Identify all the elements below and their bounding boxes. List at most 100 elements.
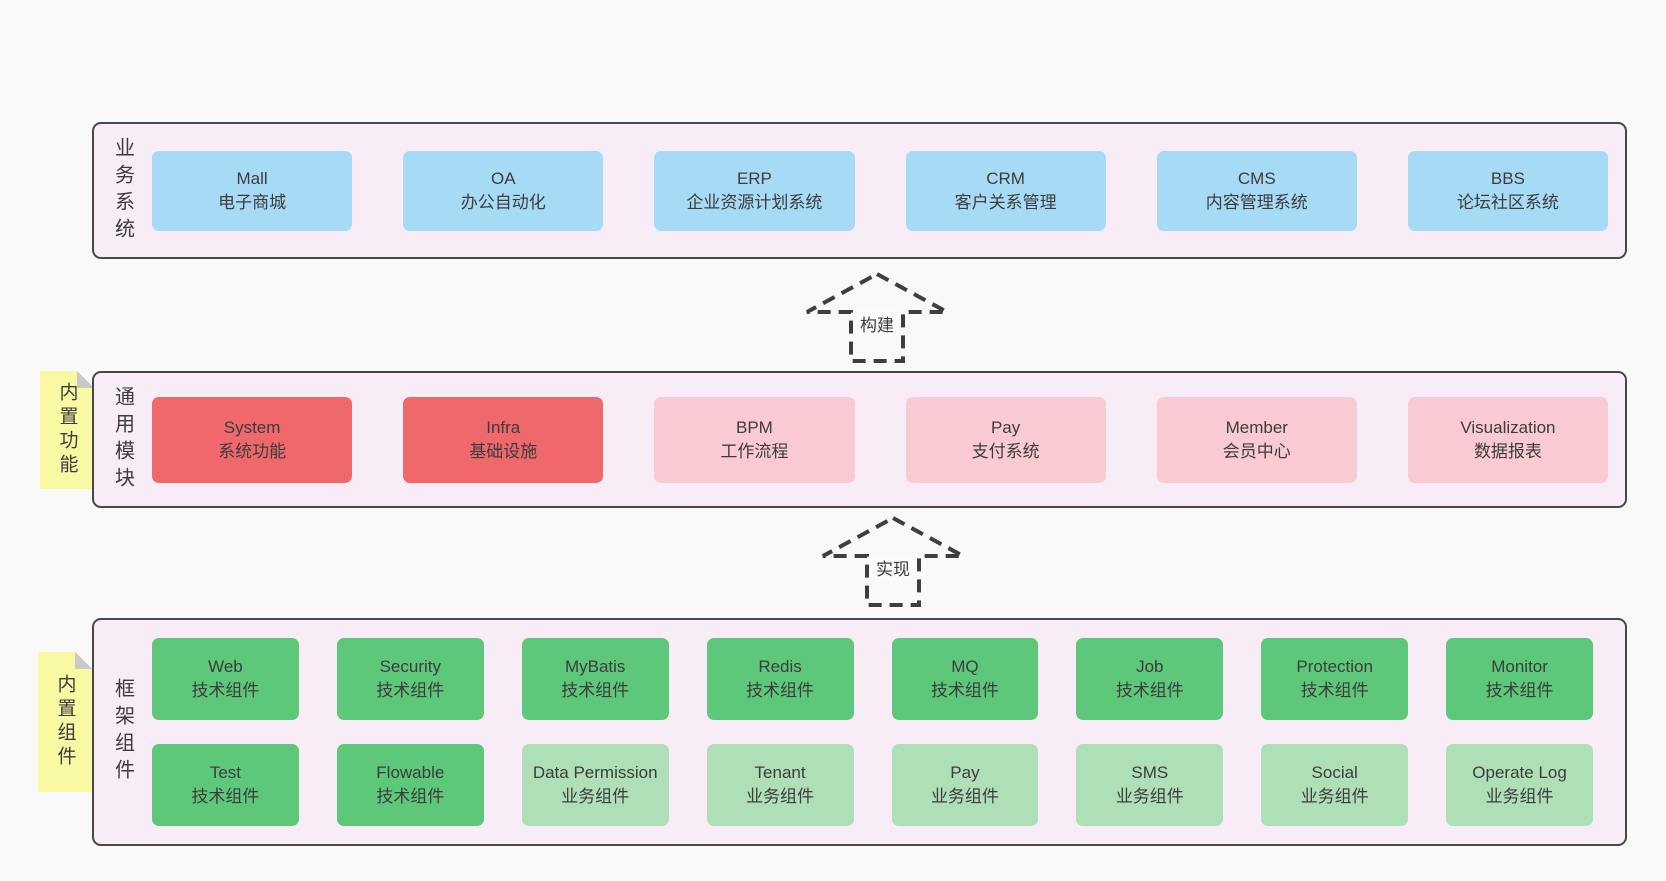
box-title: OA [490,168,516,188]
box-title: Infra [486,417,521,437]
box-subtitle: 业务组件 [930,787,999,806]
box-title: Mall [236,168,268,188]
box-title: Flowable [376,763,445,782]
box-subtitle: 技术组件 [376,681,445,700]
box-pay: Pay 支付系统 [905,396,1106,483]
box-subtitle: 技术组件 [1300,681,1369,700]
sticky-note-label: 内置组件 [54,674,76,770]
layer-common-modules: 通用模块 System 系统功能 Infra 基础设施 BPM 工作流程 Pay… [92,371,1627,508]
box-security: Security 技术组件 [336,638,484,720]
box-crm: CRM 客户关系管理 [905,150,1106,231]
box-member: Member 会员中心 [1156,396,1357,483]
arrow-build: 构建 [802,272,952,364]
box-title: Test [209,763,242,782]
component-boxes-row-1: Web 技术组件 Security 技术组件 MyBatis 技术组件 Redi… [152,638,1593,720]
box-tenant: Tenant 业务组件 [706,744,854,826]
box-subtitle: 基础设施 [469,441,538,461]
box-subtitle: 数据报表 [1473,441,1542,461]
box-title: Operate Log [1472,763,1567,782]
box-title: Data Permission [532,763,658,782]
box-title: System [223,417,281,437]
box-data-permission: Data Permission 业务组件 [521,744,669,826]
box-test: Test 技术组件 [152,744,299,826]
box-title: Redis [758,657,802,676]
box-protection: Protection 技术组件 [1261,638,1409,720]
component-boxes-row-2: Test 技术组件 Flowable 技术组件 Data Permission … [152,744,1593,826]
arrow-implement-label: 实现 [871,554,915,581]
box-title: Security [379,657,442,676]
box-title: Member [1225,417,1288,437]
business-boxes-row: Mall 电子商城 OA 办公自动化 ERP 企业资源计划系统 CRM 客户关系… [152,124,1625,257]
box-subtitle: 客户关系管理 [954,192,1057,212]
box-title: Protection [1296,657,1373,676]
box-subtitle: 业务组件 [561,787,630,806]
layer-framework-components: 框架组件 Web 技术组件 Security 技术组件 MyBatis 技术组件… [92,618,1627,846]
box-subtitle: 技术组件 [376,787,445,806]
box-bbs: BBS 论坛社区系统 [1407,150,1609,231]
box-visualization: Visualization 数据报表 [1407,396,1609,483]
box-mall: Mall 电子商城 [152,150,353,231]
box-subtitle: 办公自动化 [460,192,546,212]
box-mq: MQ 技术组件 [891,638,1039,720]
box-subtitle: 技术组件 [746,681,815,700]
box-sms: SMS 业务组件 [1076,744,1224,826]
box-subtitle: 支付系统 [971,441,1040,461]
layer-label-modules: 通用模块 [111,385,134,494]
box-subtitle: 技术组件 [1485,681,1554,700]
box-oa: OA 办公自动化 [403,150,604,231]
box-pay-component: Pay 业务组件 [891,744,1039,826]
sticky-note-builtin-components: 内置组件 [38,652,92,792]
box-title: ERP [736,168,772,188]
box-subtitle: 工作流程 [720,441,789,461]
box-subtitle: 业务组件 [1115,787,1184,806]
box-subtitle: 内容管理系统 [1205,192,1308,212]
box-subtitle: 系统功能 [218,441,287,461]
sticky-note-label: 内置功能 [56,382,78,478]
box-subtitle: 技术组件 [191,787,260,806]
layer-label-components: 框架组件 [111,678,134,786]
layer-business-systems: 业务系统 Mall 电子商城 OA 办公自动化 ERP 企业资源计划系统 CRM… [92,122,1627,259]
box-title: Monitor [1491,657,1548,676]
box-system: System 系统功能 [152,396,353,483]
box-title: BBS [1490,168,1525,188]
box-mybatis: MyBatis 技术组件 [521,638,669,720]
box-erp: ERP 企业资源计划系统 [654,150,855,231]
up-arrow-icon [822,516,964,607]
box-flowable: Flowable 技术组件 [336,744,484,826]
box-social: Social 业务组件 [1261,744,1409,826]
box-title: CMS [1237,168,1276,188]
box-title: CRM [986,168,1025,188]
box-title: Pay [950,763,980,782]
box-infra: Infra 基础设施 [403,396,604,483]
box-subtitle: 论坛社区系统 [1456,192,1559,212]
box-subtitle: 业务组件 [1300,787,1369,806]
box-subtitle: 技术组件 [191,681,260,700]
sticky-note-builtin-features: 内置功能 [40,371,94,489]
box-title: Pay [990,417,1021,437]
arrow-implement: 实现 [818,516,968,608]
box-title: MQ [951,657,979,676]
box-title: MyBatis [564,657,626,676]
box-title: Visualization [1460,417,1556,437]
box-redis: Redis 技术组件 [706,638,854,720]
box-subtitle: 技术组件 [1115,681,1184,700]
box-monitor: Monitor 技术组件 [1446,638,1593,720]
box-job: Job 技术组件 [1076,638,1224,720]
component-rows: Web 技术组件 Security 技术组件 MyBatis 技术组件 Redi… [152,620,1625,844]
box-subtitle: 企业资源计划系统 [686,192,823,212]
box-title: Job [1136,657,1164,676]
box-subtitle: 技术组件 [561,681,630,700]
box-subtitle: 业务组件 [1485,787,1554,806]
arrow-build-label: 构建 [855,310,899,337]
box-title: Social [1311,763,1358,782]
box-subtitle: 电子商城 [218,192,287,212]
up-arrow-icon [806,272,948,363]
box-subtitle: 业务组件 [746,787,815,806]
box-title: SMS [1131,763,1169,782]
box-title: BPM [736,417,773,437]
box-operate-log: Operate Log 业务组件 [1446,744,1593,826]
layer-label-business: 业务系统 [111,136,134,245]
box-cms: CMS 内容管理系统 [1156,150,1357,231]
box-subtitle: 会员中心 [1222,441,1291,461]
